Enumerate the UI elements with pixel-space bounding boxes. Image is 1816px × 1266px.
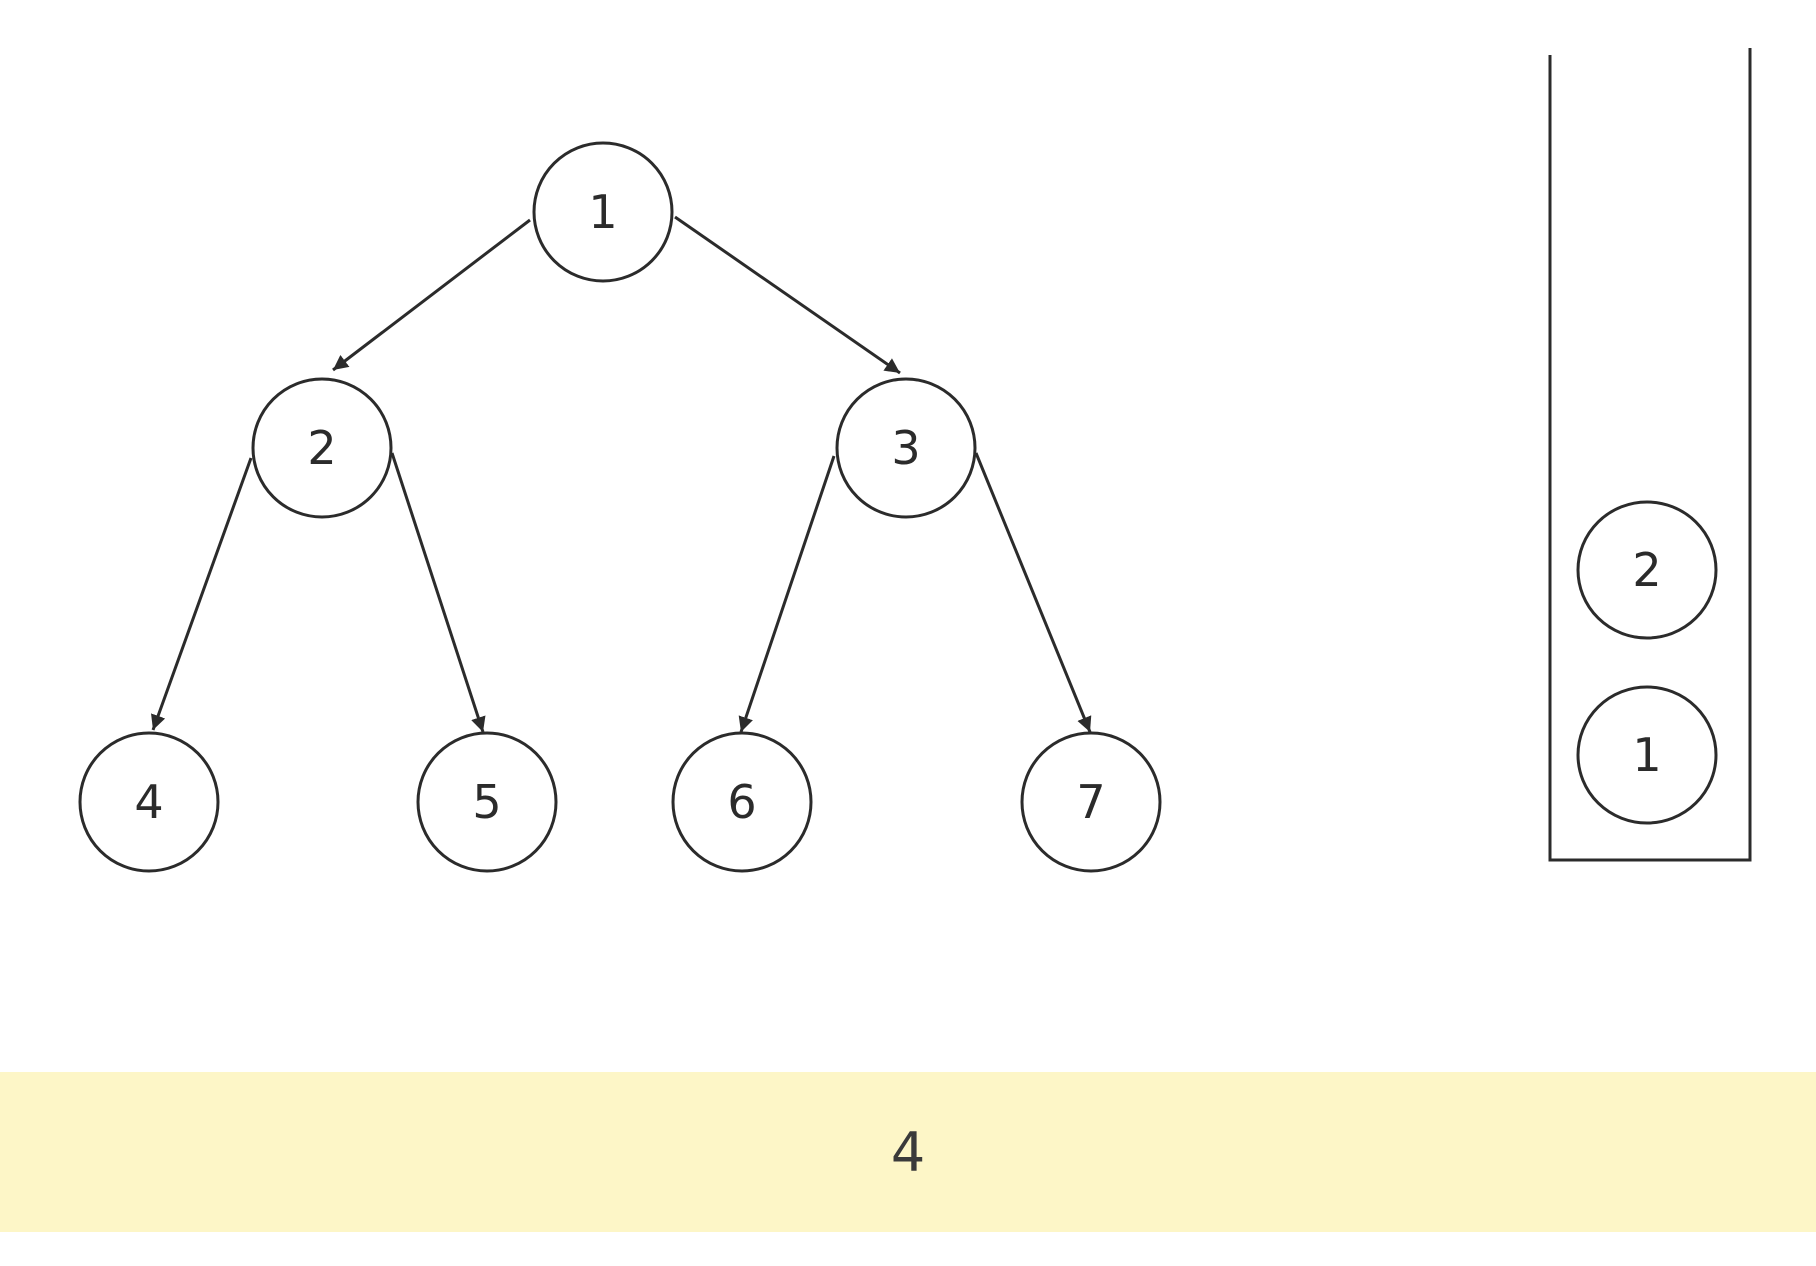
tree-node-1: 1 xyxy=(532,141,674,283)
tree-node-4: 4 xyxy=(78,731,220,873)
output-value: 4 xyxy=(890,1120,926,1184)
stack-item-circle xyxy=(1576,500,1718,640)
node-circle xyxy=(1020,731,1162,873)
tree-node-3: 3 xyxy=(835,377,977,519)
edge-2-to-5 xyxy=(390,452,486,733)
stack-item-label: 1 xyxy=(1632,728,1661,782)
node-circle xyxy=(78,731,220,873)
stack-item-label: 2 xyxy=(1632,543,1661,597)
node-label: 6 xyxy=(727,775,756,829)
edge-1-to-3 xyxy=(674,215,901,375)
stack-item-bottom: 1 xyxy=(1576,685,1718,825)
stack-container xyxy=(1548,48,1752,862)
edge-3-to-7 xyxy=(974,452,1092,733)
node-circle xyxy=(835,377,977,519)
node-circle xyxy=(671,731,813,873)
stack-item-circle xyxy=(1576,685,1718,825)
node-label: 1 xyxy=(588,185,617,239)
tree-edges xyxy=(151,215,1092,733)
edge-3-to-6 xyxy=(738,455,836,733)
edge-2-to-4 xyxy=(151,457,253,731)
node-label: 5 xyxy=(472,775,501,829)
output-bar: 4 xyxy=(0,1072,1816,1232)
tree-node-6: 6 xyxy=(671,731,813,873)
node-label: 4 xyxy=(134,775,163,829)
stack-outline xyxy=(1548,48,1752,862)
tree-node-2: 2 xyxy=(251,377,393,519)
tree-node-5: 5 xyxy=(416,731,558,873)
node-circle xyxy=(416,731,558,873)
edge-1-to-2 xyxy=(332,218,531,372)
node-circle xyxy=(251,377,393,519)
tree-node-7: 7 xyxy=(1020,731,1162,873)
node-label: 2 xyxy=(307,421,336,475)
node-label: 3 xyxy=(891,421,920,475)
node-label: 7 xyxy=(1076,775,1105,829)
stack-item-top: 2 xyxy=(1576,500,1718,640)
node-circle xyxy=(532,141,674,283)
